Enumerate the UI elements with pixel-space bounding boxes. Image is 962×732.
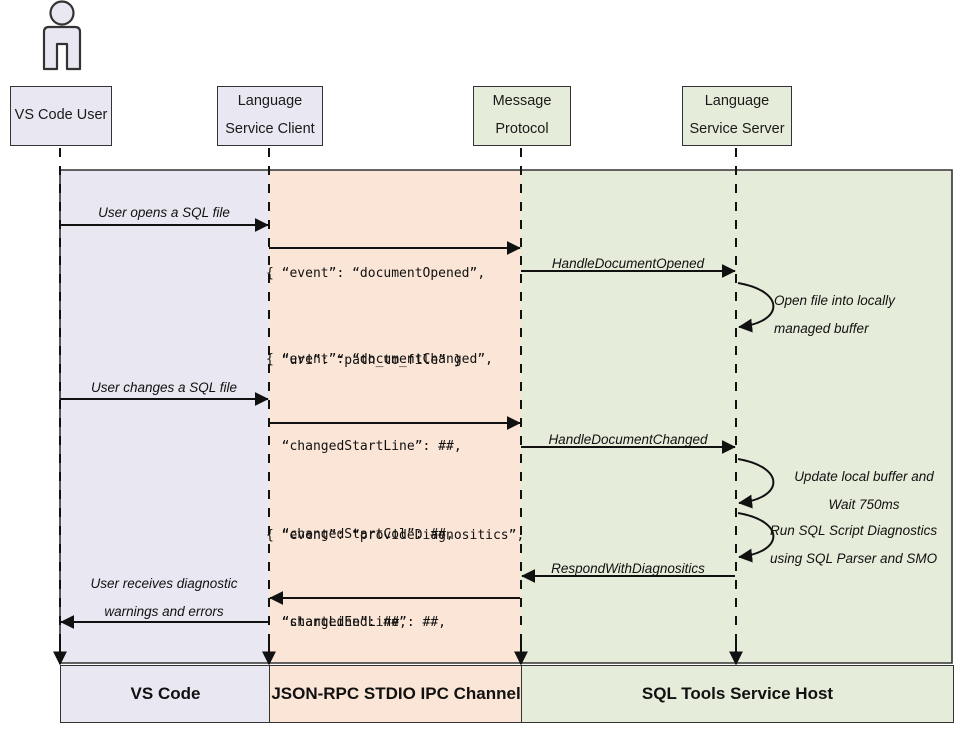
lifeline-label-language-client-1: Language [237, 93, 303, 110]
selfcall-run-diagnostics-line1: Run SQL Script Diagnostics [770, 523, 938, 538]
selfcall-label-open-file: Open file into locally managed buffer [774, 287, 954, 342]
footer-label-ipc: JSON-RPC STDIO IPC Channel [271, 684, 521, 703]
message-user-receives-line1: User receives diagnostic [90, 576, 238, 591]
message-respond-with-diagnositics: RespondWithDiagnositics [551, 561, 705, 576]
payload-line: “changedStartLine”: ##, [266, 439, 462, 455]
lifeline-label-message-protocol-2: Protocol [495, 121, 549, 137]
payload-line: “uri”: “path_to_file” } [266, 353, 462, 369]
message-user-changes: User changes a SQL file [90, 380, 238, 395]
footer-vscode[interactable]: VS Code [60, 665, 271, 723]
payload-line: “changedEndLine”: ##, [266, 614, 447, 630]
payload-line: { “event”: “documentChanged”, [266, 351, 493, 367]
message-handle-document-opened: HandleDocumentOpened [551, 256, 705, 271]
payload-line: “startLine”: ##, [266, 615, 407, 631]
band-ipc [269, 170, 521, 663]
selfcall-update-buffer-line2: Wait 750ms [828, 496, 900, 512]
lifeline-box-message-protocol[interactable]: Message Protocol [473, 86, 571, 146]
lifeline-box-vscode-user[interactable]: VS Code User [10, 86, 112, 146]
payload-line: { “event”: “documentOpened”, [266, 265, 486, 281]
footer-label-vscode: VS Code [130, 684, 201, 703]
lifeline-label-message-protocol-1: Message [492, 93, 552, 110]
selfcall-open-file-line1: Open file into locally [774, 293, 895, 308]
selfcall-run-diagnostics-line2: using SQL Parser and SMO [770, 550, 938, 566]
stick-figure-icon [42, 0, 82, 71]
footer-label-service: SQL Tools Service Host [641, 684, 834, 703]
message-handle-document-changed: HandleDocumentChanged [548, 432, 708, 447]
lifeline-label-language-server-2: Service Server [689, 121, 785, 137]
selfcall-update-buffer [737, 458, 775, 509]
lifeline-box-language-server[interactable]: Language Service Server [682, 86, 792, 146]
lifeline-label-language-server-1: Language [704, 93, 770, 110]
selfcall-open-file [737, 282, 775, 333]
payload-line: “changedStartCol”: ##, [266, 527, 454, 542]
selfcall-open-file-line2: managed buffer [774, 320, 869, 336]
message-user-receives: User receives diagnostic warnings and er… [60, 570, 268, 625]
lifeline-label-language-client-2: Service Client [225, 121, 315, 137]
payload-line: { “event”: “provideDiagnositics”, [266, 527, 525, 543]
message-user-receives-line2: warnings and errors [104, 603, 224, 619]
footer-ipc[interactable]: JSON-RPC STDIO IPC Channel [269, 665, 523, 723]
message-user-opens: User opens a SQL file [98, 205, 230, 220]
selfcall-update-buffer-line1: Update local buffer and [794, 469, 934, 484]
selfcall-run-diagnostics [737, 512, 775, 563]
payload-document-opened: { “event”: “documentOpened”, “uri”: “pat… [266, 200, 485, 434]
selfcall-label-update-buffer: Update local buffer and Wait 750ms [774, 463, 954, 518]
band-vscode [60, 170, 269, 663]
selfcall-label-run-diagnostics: Run SQL Script Diagnostics using SQL Par… [770, 517, 960, 572]
footer-service[interactable]: SQL Tools Service Host [521, 665, 954, 723]
lifeline-box-language-client[interactable]: Language Service Client [217, 86, 323, 146]
lifeline-label-vscode-user: VS Code User [14, 107, 108, 124]
